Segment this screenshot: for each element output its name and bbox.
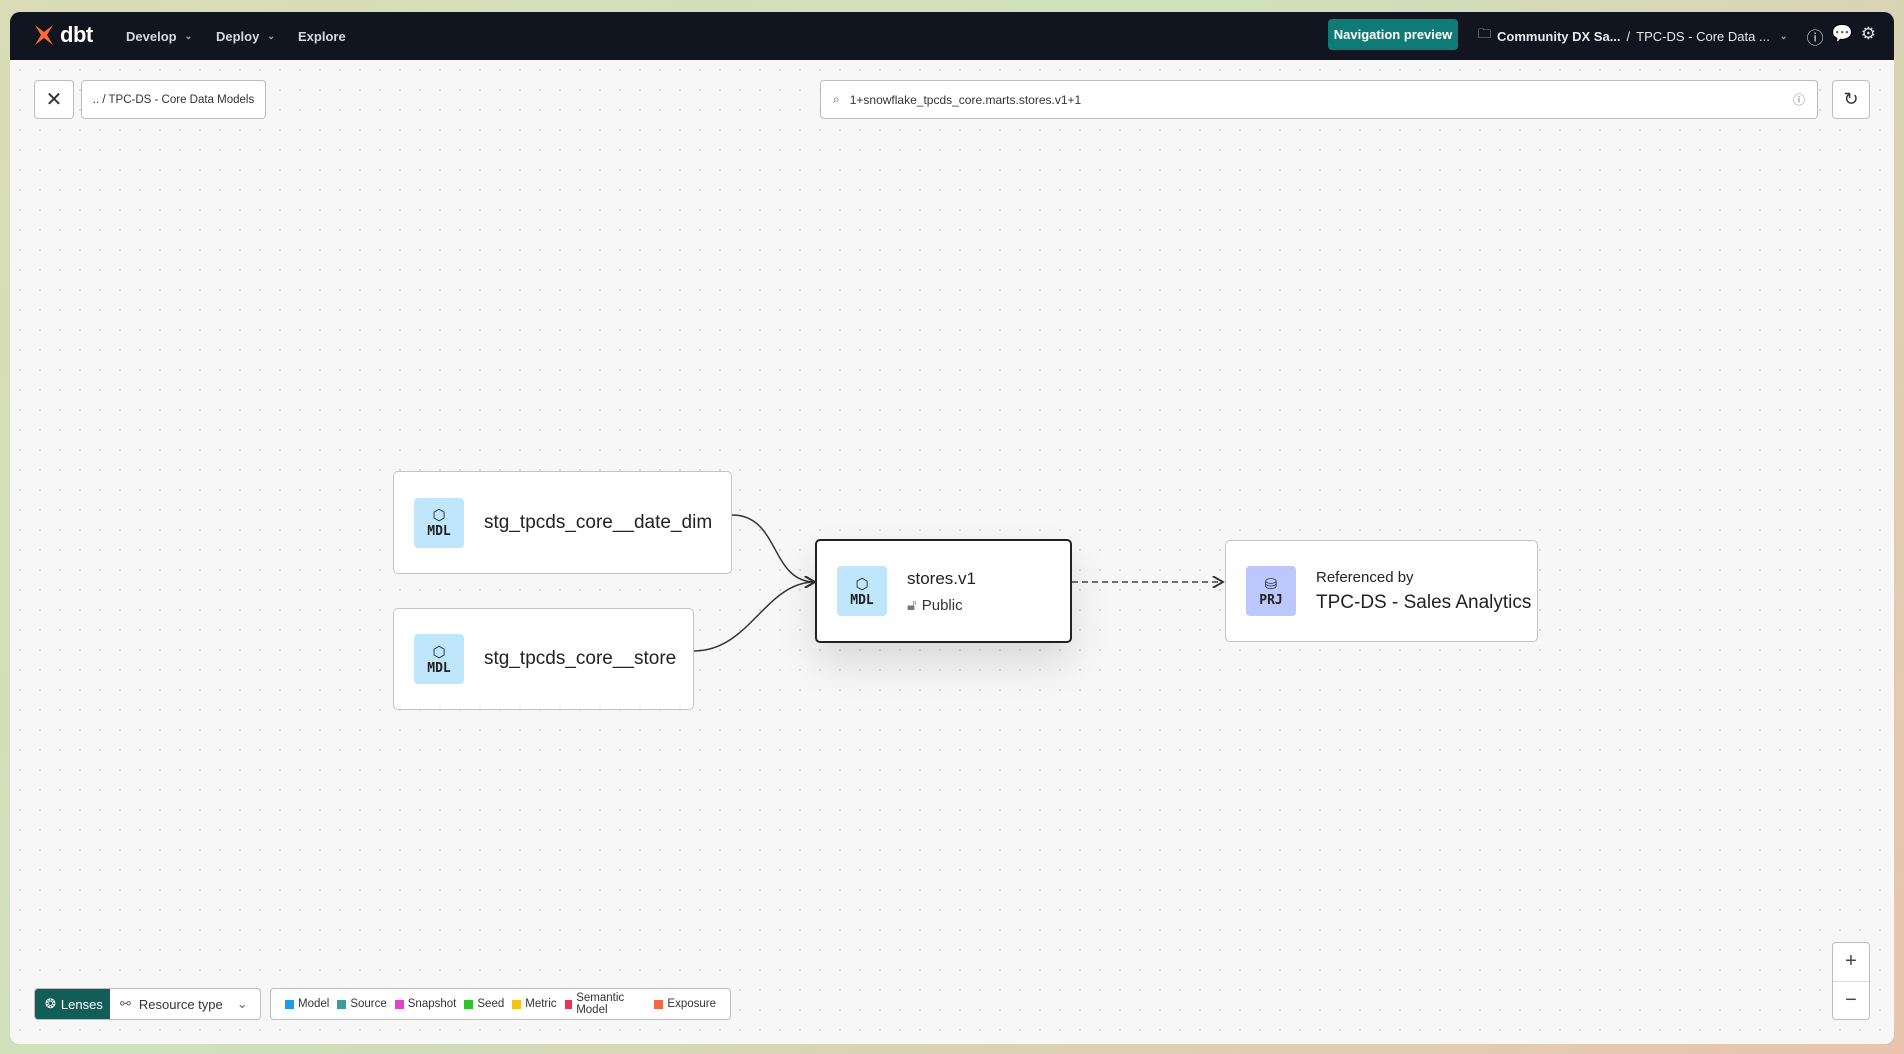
node-label: stg_tpcds_core__date_dim	[484, 511, 713, 533]
legend-item: Exposure	[654, 998, 716, 1010]
lineage-canvas[interactable]: ✕ .. / TPC-DS - Core Data Models ⌕ 1+sno…	[10, 60, 1894, 1044]
project-badge: ⛁PRJ	[1246, 566, 1296, 616]
logo-text: dbt	[60, 22, 93, 47]
top-nav-bar: dbt Develop ⌄ Deploy ⌄ Explore Navigation …	[10, 12, 1894, 60]
database-icon: ⛁	[1264, 574, 1278, 593]
node-caption: Referenced by	[1316, 568, 1414, 586]
legend-item: Seed	[464, 998, 504, 1010]
node-label: stores.v1	[907, 568, 976, 588]
resource-type-label: Resource type	[138, 996, 223, 1012]
graph-icon: ⚯	[120, 996, 131, 1011]
model-badge: ⬡MDL	[414, 634, 464, 684]
zoom-controls: + −	[1832, 942, 1870, 1020]
legend-swatch	[394, 999, 404, 1009]
lineage-search-input[interactable]: ⌕ 1+snowflake_tpcds_core.marts.stores.v1…	[820, 80, 1818, 119]
nav-label: Explore	[298, 28, 346, 44]
legend-item: Metric	[512, 998, 557, 1010]
legend-item: Model	[285, 998, 329, 1010]
edges-layer	[693, 514, 1894, 652]
refresh-button[interactable]: ↻	[1832, 80, 1870, 119]
legend-label: Exposure	[667, 998, 716, 1010]
dbt-logo[interactable]: dbt	[32, 22, 93, 48]
app-window: dbt Develop ⌄ Deploy ⌄ Explore Navigation …	[10, 12, 1894, 1044]
zoom-out-button[interactable]: −	[1845, 988, 1857, 1011]
navigation-preview-button[interactable]: Navigation preview	[1328, 19, 1458, 50]
cube-icon: ⬡	[855, 574, 869, 593]
cube-icon: ⬡	[432, 506, 446, 524]
unlock-icon: 🔓︎	[907, 596, 917, 614]
node-type: MDL	[427, 524, 451, 539]
legend-swatch	[512, 999, 522, 1009]
account-name: Community DX Sa...	[1497, 28, 1621, 44]
breadcrumb[interactable]: .. / TPC-DS - Core Data Models	[81, 80, 266, 119]
project-switcher[interactable]: 🗀 Community DX Sa... / TPC-DS - Core Dat…	[1478, 12, 1787, 60]
search-value: 1+snowflake_tpcds_core.marts.stores.v1+1	[849, 92, 1082, 107]
legend-label: Semantic Model	[576, 992, 625, 1016]
lenses-button[interactable]: ❂ Lenses	[35, 989, 110, 1019]
node-type: MDL	[427, 660, 451, 676]
model-badge: ⬡MDL	[837, 566, 887, 616]
node-label: TPC-DS - Sales Analytics	[1316, 591, 1532, 613]
edge-date-dim-to-stores	[731, 514, 815, 582]
search-icon: ⌕	[833, 92, 840, 106]
node-label: stg_tpcds_core__store	[484, 648, 677, 669]
node-referenced-project[interactable]: ⛁PRJ Referenced by TPC-DS - Sales Analyt…	[1225, 540, 1538, 642]
access-level: 🔓︎Public	[907, 597, 976, 614]
edge-store-to-stores	[693, 582, 815, 652]
lenses-label: Lenses	[60, 996, 103, 1012]
resource-legend: Model Source Snapshot Seed Metric Semantic Mo…	[270, 988, 731, 1020]
separator: /	[1626, 28, 1631, 44]
legend-item: Semantic Model	[564, 992, 647, 1016]
legend-swatch	[337, 999, 347, 1009]
dbt-logo-icon	[35, 25, 53, 45]
chevron-down-icon: ⌄	[236, 996, 248, 1011]
legend-label: Model	[298, 998, 330, 1010]
legend-label: Snapshot	[407, 998, 457, 1010]
help-icon[interactable]: ⓘ	[1806, 29, 1824, 48]
legend-swatch	[564, 999, 573, 1009]
node-stores-v1[interactable]: ⬡MDL stores.v1 🔓︎Public	[815, 539, 1072, 643]
close-button[interactable]: ✕	[34, 80, 74, 119]
model-badge: ⬡MDL	[414, 497, 464, 548]
legend-label: Seed	[477, 998, 505, 1010]
chevron-down-icon: ⌄	[267, 30, 275, 41]
legend-label: Source	[350, 998, 387, 1010]
node-type: MDL	[850, 592, 874, 608]
legend-item: Snapshot	[394, 998, 457, 1010]
nav-deploy[interactable]: Deploy ⌄	[216, 12, 275, 60]
access-label: Public	[921, 596, 963, 614]
nav-explore[interactable]: Explore	[298, 12, 346, 60]
gear-icon[interactable]: ⚙	[1860, 24, 1876, 43]
chevron-down-icon: ⌄	[1779, 30, 1788, 41]
legend-swatch	[464, 999, 474, 1009]
lens-icon: ❂	[45, 996, 56, 1011]
legend-swatch	[654, 999, 664, 1009]
refresh-icon: ↻	[1843, 89, 1859, 109]
project-name: TPC-DS - Core Data ...	[1636, 28, 1770, 44]
legend-label: Metric	[525, 998, 557, 1010]
node-type: PRJ	[1259, 592, 1283, 608]
close-icon: ✕	[45, 89, 63, 111]
node-stg-store[interactable]: ⬡MDL stg_tpcds_core__store	[393, 608, 694, 710]
lenses-control: ❂ Lenses ⚯ Resource type ⌄	[34, 988, 261, 1020]
legend-swatch	[285, 999, 294, 1009]
nav-label: Deploy	[216, 28, 260, 44]
resource-type-dropdown[interactable]: ⚯ Resource type ⌄	[110, 989, 258, 1019]
node-stg-date-dim[interactable]: ⬡MDL stg_tpcds_core__date_dim	[393, 471, 732, 574]
info-icon[interactable]: ⓘ	[1792, 93, 1805, 107]
feedback-icon[interactable]: 💬	[1831, 24, 1853, 43]
cube-icon: ⬡	[432, 642, 446, 661]
legend-item: Source	[337, 998, 387, 1010]
nav-label: Develop	[126, 28, 177, 44]
nav-develop[interactable]: Develop ⌄	[126, 12, 192, 60]
zoom-in-button[interactable]: +	[1833, 943, 1869, 982]
chevron-down-icon: ⌄	[184, 30, 193, 41]
folder-icon: 🗀	[1478, 26, 1492, 41]
